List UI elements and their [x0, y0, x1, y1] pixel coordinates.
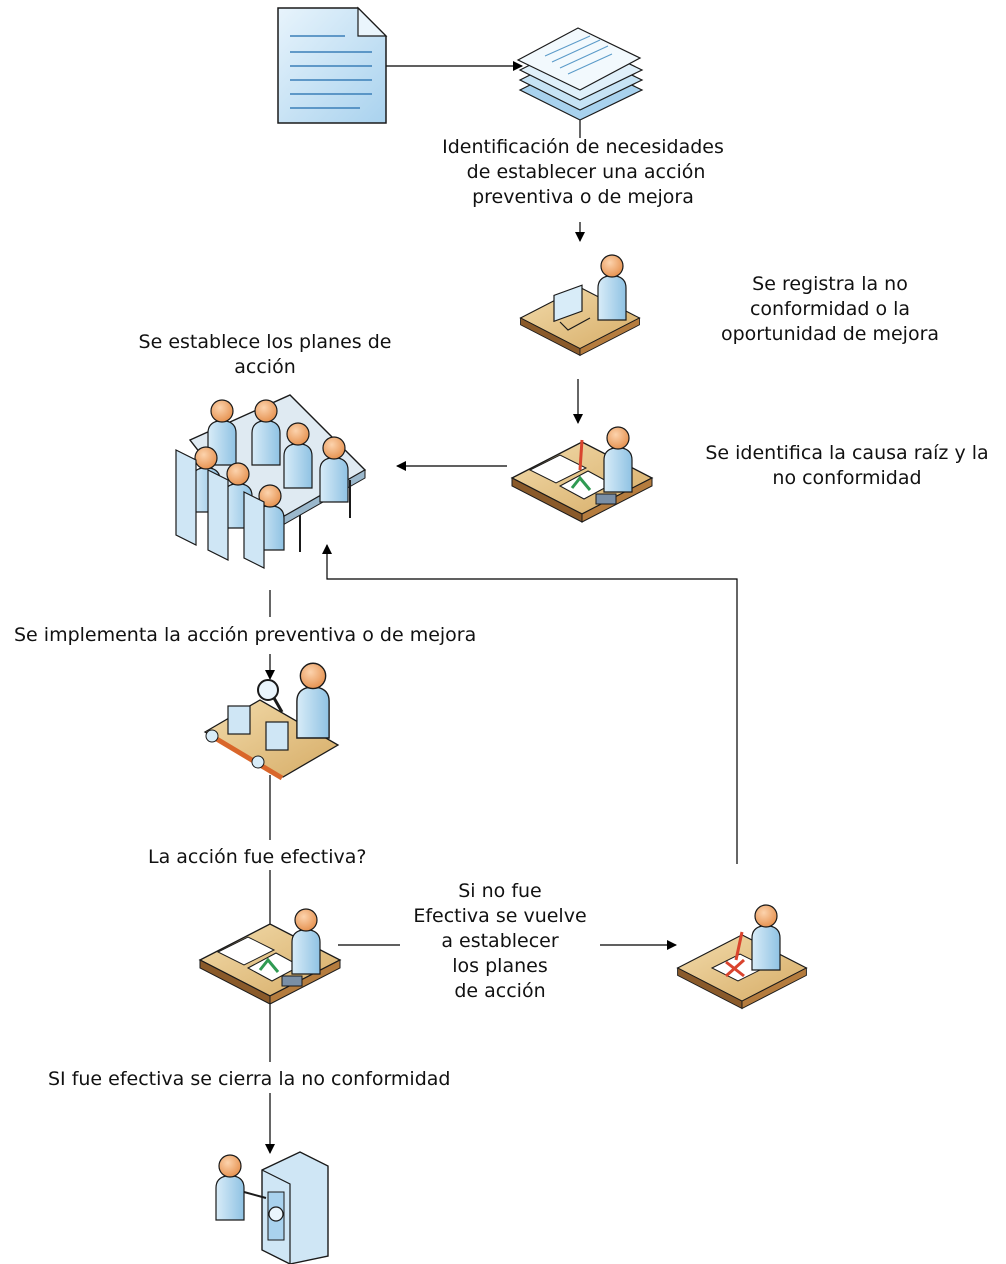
label-planes: Se establece los planes de acción	[138, 331, 392, 378]
label-causa: Se identifica la causa raíz y la no conf…	[705, 442, 989, 489]
stacked-documents-icon	[516, 27, 644, 121]
analyst-desk-icon	[511, 426, 653, 523]
meeting-table-icon	[175, 394, 367, 569]
connectors	[265, 61, 738, 1154]
label-no-efectiva: Si no fue Efectiva se vuelve a establece…	[400, 879, 600, 1004]
label-registra: Se registra la no conformidad o la oport…	[720, 273, 940, 345]
computer-user-icon	[519, 254, 641, 356]
label-efectiva-question: La acción fue efectiva?	[144, 845, 371, 870]
feedback-loop-arrow	[322, 544, 738, 864]
safe-icon	[215, 1151, 329, 1264]
rejected-desk-icon	[677, 904, 807, 1010]
label-identificacion: Identificación de necesidades de estable…	[442, 136, 724, 208]
label-si-efectiva: SI fue efectiva se cierra la no conformi…	[44, 1067, 455, 1092]
review-desk-icon	[199, 908, 341, 1005]
document-icon	[277, 6, 388, 124]
inspection-conveyor-icon	[203, 662, 340, 781]
label-implementa: Se implementa la acción preventiva o de …	[10, 623, 481, 648]
